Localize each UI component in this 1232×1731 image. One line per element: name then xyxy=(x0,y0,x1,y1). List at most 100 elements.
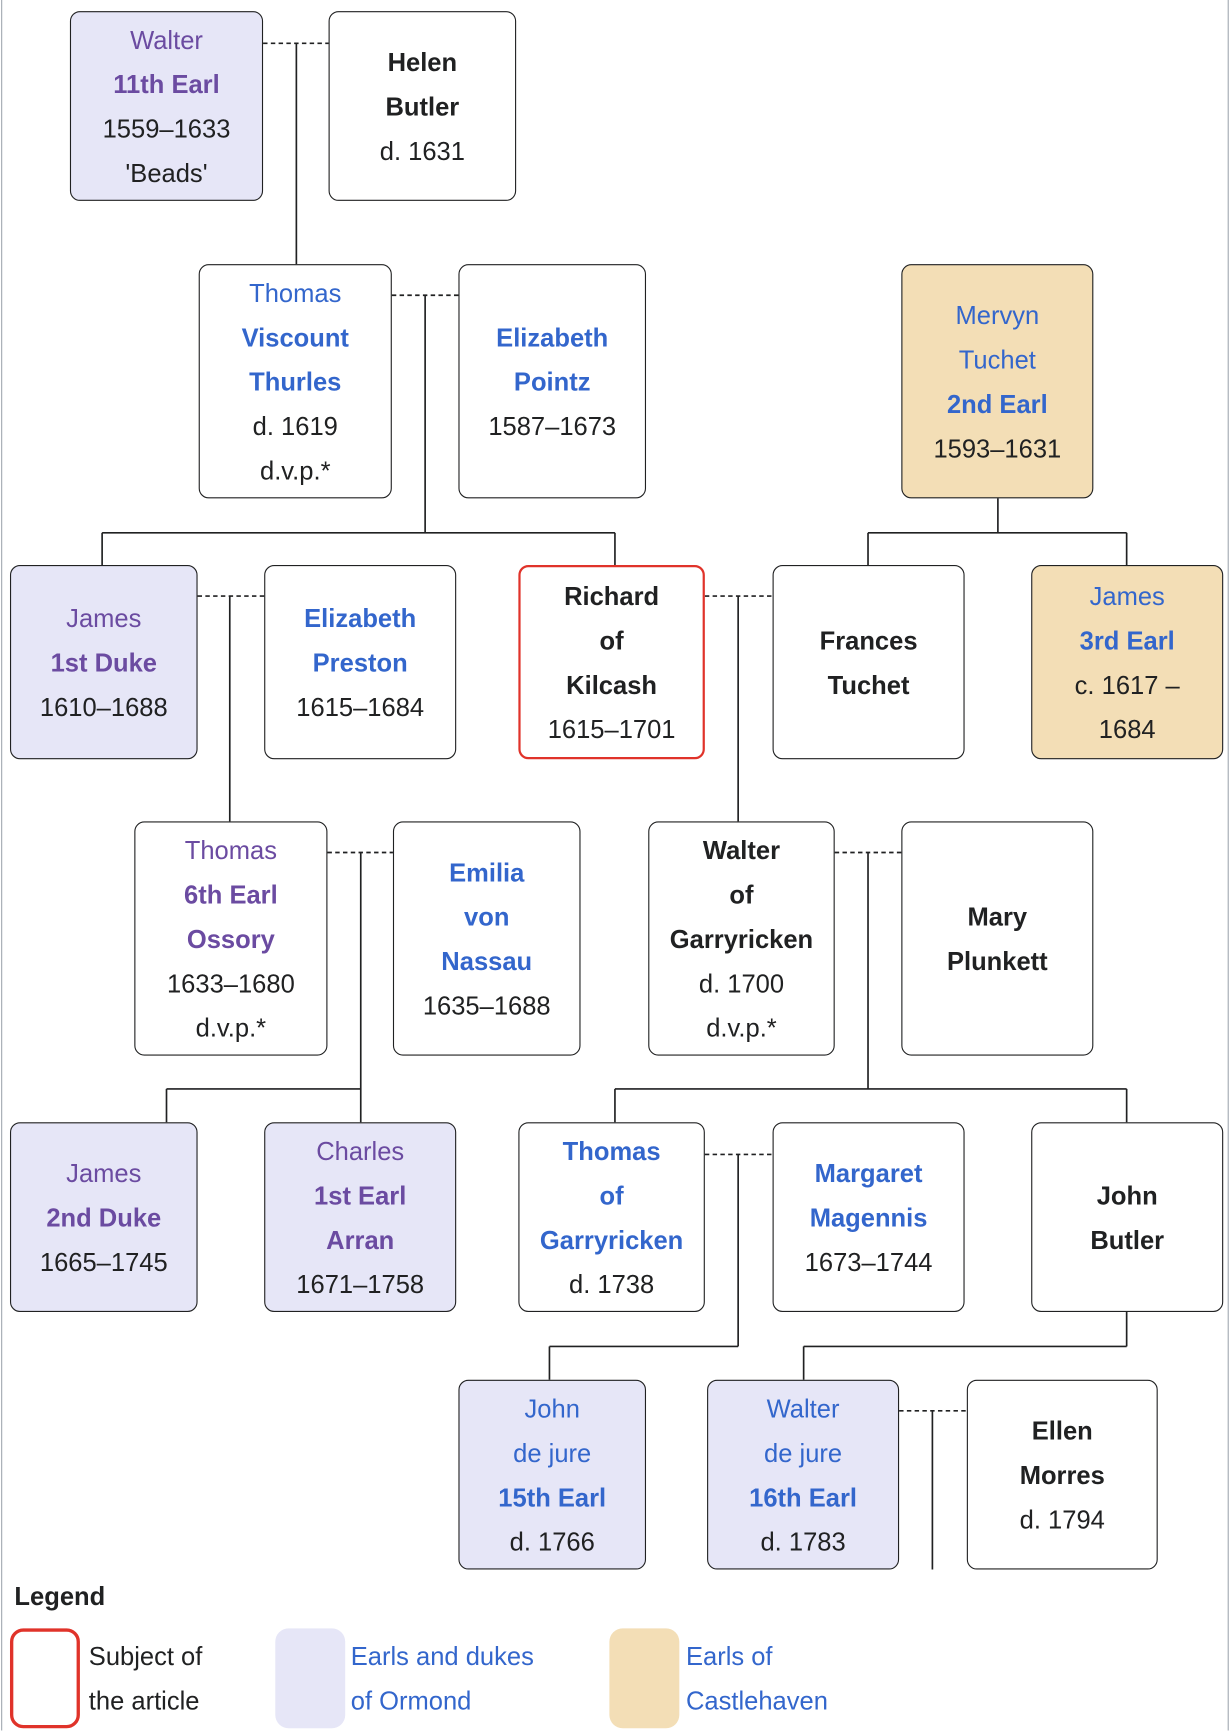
person-link[interactable]: Ossory xyxy=(186,924,275,953)
person-text: 1673–1744 xyxy=(804,1247,933,1276)
person-text: 1593–1631 xyxy=(933,433,1062,463)
person-text: d.v.p.* xyxy=(260,455,331,485)
person-text: John xyxy=(1096,1180,1158,1210)
person-text: d. 1619 xyxy=(252,411,338,441)
person-text: 1615–1684 xyxy=(296,692,425,721)
person-text: Butler xyxy=(385,91,460,121)
person-link[interactable]: James xyxy=(66,1158,142,1188)
person-text: d.v.p.* xyxy=(706,1012,777,1042)
legend-text[interactable]: of Ormond xyxy=(350,1686,472,1715)
person-link[interactable]: de jure xyxy=(513,1438,592,1467)
person-text: 1559–1633 xyxy=(102,113,231,143)
person-text: of xyxy=(599,625,624,655)
legend-title: Legend xyxy=(14,1581,106,1611)
person-text: d.v.p.* xyxy=(195,1012,267,1042)
legend-swatch-ormond xyxy=(275,1628,346,1729)
person-link[interactable]: of xyxy=(599,1180,624,1210)
person-box-james-2nd-duke: James 2nd Duke 1665–1745 xyxy=(9,1122,198,1313)
person-link[interactable]: Elizabeth xyxy=(304,603,417,633)
person-text: Mary xyxy=(967,901,1028,931)
legend-swatch-castlehaven xyxy=(609,1628,680,1729)
person-text: 1615–1701 xyxy=(547,714,676,744)
person-link[interactable]: Walter xyxy=(130,24,203,54)
person-text: 1635–1688 xyxy=(422,990,551,1020)
person-link[interactable]: Emilia xyxy=(449,857,525,887)
person-link[interactable]: 6th Earl xyxy=(184,879,278,909)
person-text: d. 1700 xyxy=(698,968,785,998)
person-link[interactable]: Pointz xyxy=(513,366,591,396)
legend-text[interactable]: Earls of xyxy=(685,1641,773,1671)
person-text: 1587–1673 xyxy=(488,411,617,441)
person-link[interactable]: Arran xyxy=(326,1224,395,1254)
legend-link-ormond[interactable]: Earls and dukes of Ormond xyxy=(351,1634,573,1723)
person-text: d. 1738 xyxy=(569,1269,655,1299)
person-link[interactable]: 11th Earl xyxy=(113,69,220,99)
person-link[interactable]: Margaret xyxy=(814,1158,923,1188)
person-link[interactable]: Elizabeth xyxy=(496,322,609,352)
legend-text[interactable]: Earls and dukes xyxy=(350,1641,534,1671)
person-link[interactable]: 2nd Earl xyxy=(946,389,1048,418)
person-text: d. 1794 xyxy=(1019,1504,1105,1534)
person-link[interactable]: John xyxy=(524,1393,580,1423)
person-text: Walter xyxy=(702,835,781,865)
person-link[interactable]: von xyxy=(464,901,510,931)
person-link[interactable]: Garryricken xyxy=(539,1224,684,1254)
person-link[interactable]: Tuchet xyxy=(958,344,1036,374)
person-link[interactable]: de jure xyxy=(764,1438,843,1467)
person-link[interactable]: James xyxy=(66,603,142,633)
person-link[interactable]: Thomas xyxy=(562,1136,661,1165)
person-text: c. 1617 – xyxy=(1074,669,1180,699)
person-link[interactable]: James xyxy=(1089,581,1165,610)
person-text: Kilcash xyxy=(566,669,658,699)
person-link[interactable]: Preston xyxy=(312,647,408,677)
person-text: Garryricken xyxy=(669,924,814,953)
person-box-john-15th-earl: John de jure 15th Earl d. 1766 xyxy=(458,1379,647,1570)
legend-text[interactable]: Castlehaven xyxy=(685,1686,828,1715)
person-link[interactable]: Viscount xyxy=(241,322,349,352)
person-box-james-3rd-earl: James 3rd Earl c. 1617 – 1684 xyxy=(1031,564,1224,760)
person-link[interactable]: 1st Duke xyxy=(50,647,157,677)
person-text: Morres xyxy=(1019,1460,1105,1490)
person-link[interactable]: Thomas xyxy=(184,835,277,865)
legend-link-castlehaven[interactable]: Earls of Castlehaven xyxy=(686,1634,908,1723)
person-link[interactable]: Nassau xyxy=(441,946,533,976)
person-box-walter-11th-earl: Walter 11th Earl 1559–1633 'Beads' xyxy=(69,11,264,201)
person-text: of xyxy=(729,879,754,909)
person-link[interactable]: 2nd Duke xyxy=(46,1202,162,1232)
person-text: Plunkett xyxy=(946,946,1048,976)
person-link[interactable]: Thomas xyxy=(249,278,342,307)
person-text: Tuchet xyxy=(827,669,910,699)
person-text: Butler xyxy=(1090,1224,1165,1254)
person-link[interactable]: 3rd Earl xyxy=(1079,625,1175,655)
legend-label-subject: Subject of the article xyxy=(89,1634,311,1723)
person-text: d. 1631 xyxy=(379,135,465,165)
person-link[interactable]: 1st Earl xyxy=(314,1180,407,1210)
person-link[interactable]: Mervyn xyxy=(955,300,1040,330)
person-text: 1665–1745 xyxy=(39,1247,168,1276)
person-link[interactable]: Walter xyxy=(766,1393,840,1423)
person-text: 1684 xyxy=(1098,714,1156,744)
person-link[interactable]: Magennis xyxy=(809,1202,928,1232)
person-text: 'Beads' xyxy=(125,158,208,188)
person-link[interactable]: Thurles xyxy=(249,366,342,396)
person-text: Ellen xyxy=(1031,1415,1093,1445)
person-link[interactable]: 15th Earl xyxy=(498,1482,607,1512)
person-link[interactable]: 16th Earl xyxy=(749,1482,858,1512)
person-link[interactable]: Charles xyxy=(316,1136,405,1165)
person-text: d. 1766 xyxy=(509,1526,595,1556)
